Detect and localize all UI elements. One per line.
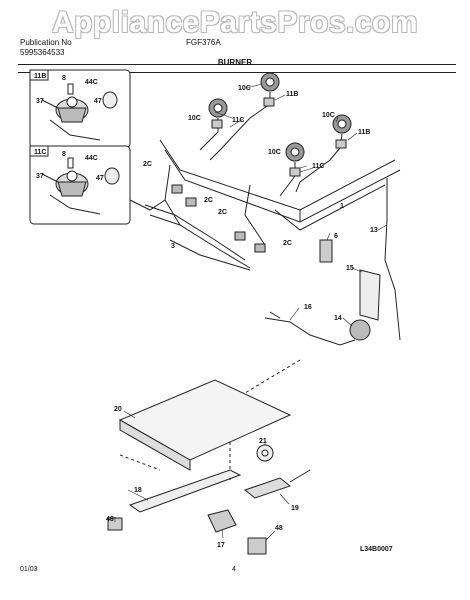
label-10c-c: 10C: [322, 112, 335, 119]
label-11b-b: 11B: [358, 129, 370, 136]
label-10c-d: 10C: [268, 149, 281, 156]
label-6: 6: [334, 233, 338, 240]
label-2c-b: 2C: [204, 197, 213, 204]
bracket-15: [359, 269, 381, 321]
leader-lines: [114, 83, 388, 541]
burner-tube-18: [128, 469, 242, 513]
inset-11c-label-44c: 44C: [85, 155, 98, 162]
label-1: 1: [340, 203, 344, 210]
valves: [144, 184, 266, 269]
header-rule-top: [18, 64, 456, 65]
inset-title-11b: 11B: [34, 73, 46, 80]
label-18: 18: [134, 487, 142, 494]
label-21: 21: [259, 438, 267, 445]
watermark-logo: AppliancePartsPros.com: [51, 6, 419, 39]
section-title: BURNER: [217, 58, 253, 67]
inset-11c-label-8: 8: [62, 151, 66, 158]
model-code: FGF376A: [186, 38, 221, 47]
regulator-14: [349, 319, 371, 341]
footer-date: 01/03: [20, 566, 38, 573]
publication-line: Publication No: [20, 38, 72, 47]
inset-11c-label-37: 37: [36, 173, 44, 180]
inset-11b-label-8: 8: [62, 75, 66, 82]
part-6: [319, 239, 333, 263]
publication-number: 5995364533: [20, 48, 65, 57]
inset-11b-label-37: 37: [36, 98, 44, 105]
main-pipe: [274, 184, 386, 231]
footer-page: 4: [232, 566, 236, 573]
label-10c-a: 10C: [238, 85, 251, 92]
label-15: 15: [346, 265, 354, 272]
manifold-pipe: [169, 239, 251, 271]
igniter-17: [207, 509, 237, 533]
label-2c-a: 2C: [143, 161, 152, 168]
label-48-a: 48: [106, 516, 114, 523]
label-11c-a: 11C: [232, 117, 244, 124]
label-16: 16: [304, 304, 312, 311]
label-2c-d: 2C: [283, 240, 292, 247]
label-14: 14: [334, 315, 342, 322]
bracket-48-right: [247, 537, 267, 555]
tube-16: [264, 317, 356, 346]
burner-heads: [208, 72, 352, 162]
electrode-19: [243, 477, 292, 499]
label-17: 17: [217, 542, 225, 549]
inset-title-11c: 11C: [34, 149, 46, 156]
label-10c-b: 10C: [188, 115, 201, 122]
burner-frame: [129, 139, 401, 246]
inset-11c-label-47: 47: [96, 175, 104, 182]
label-2c-c: 2C: [218, 209, 227, 216]
label-11c-b: 11C: [312, 163, 324, 170]
label-19: 19: [291, 505, 299, 512]
label-20: 20: [114, 406, 122, 413]
label-11b-a: 11B: [286, 91, 298, 98]
inset-11b-label-44c: 44C: [85, 79, 98, 86]
inset-11b-label-47: 47: [94, 98, 102, 105]
burner-tubes: [199, 92, 347, 197]
label-48-b: 48: [275, 525, 283, 532]
label-13: 13: [370, 227, 378, 234]
ignitor-wire: [384, 178, 401, 341]
label-3: 3: [171, 243, 175, 250]
drawing-code: L34B0007: [360, 546, 393, 553]
header-rule-bottom: [18, 72, 456, 73]
inset-11b: [29, 69, 131, 149]
inset-11c: [29, 145, 131, 225]
